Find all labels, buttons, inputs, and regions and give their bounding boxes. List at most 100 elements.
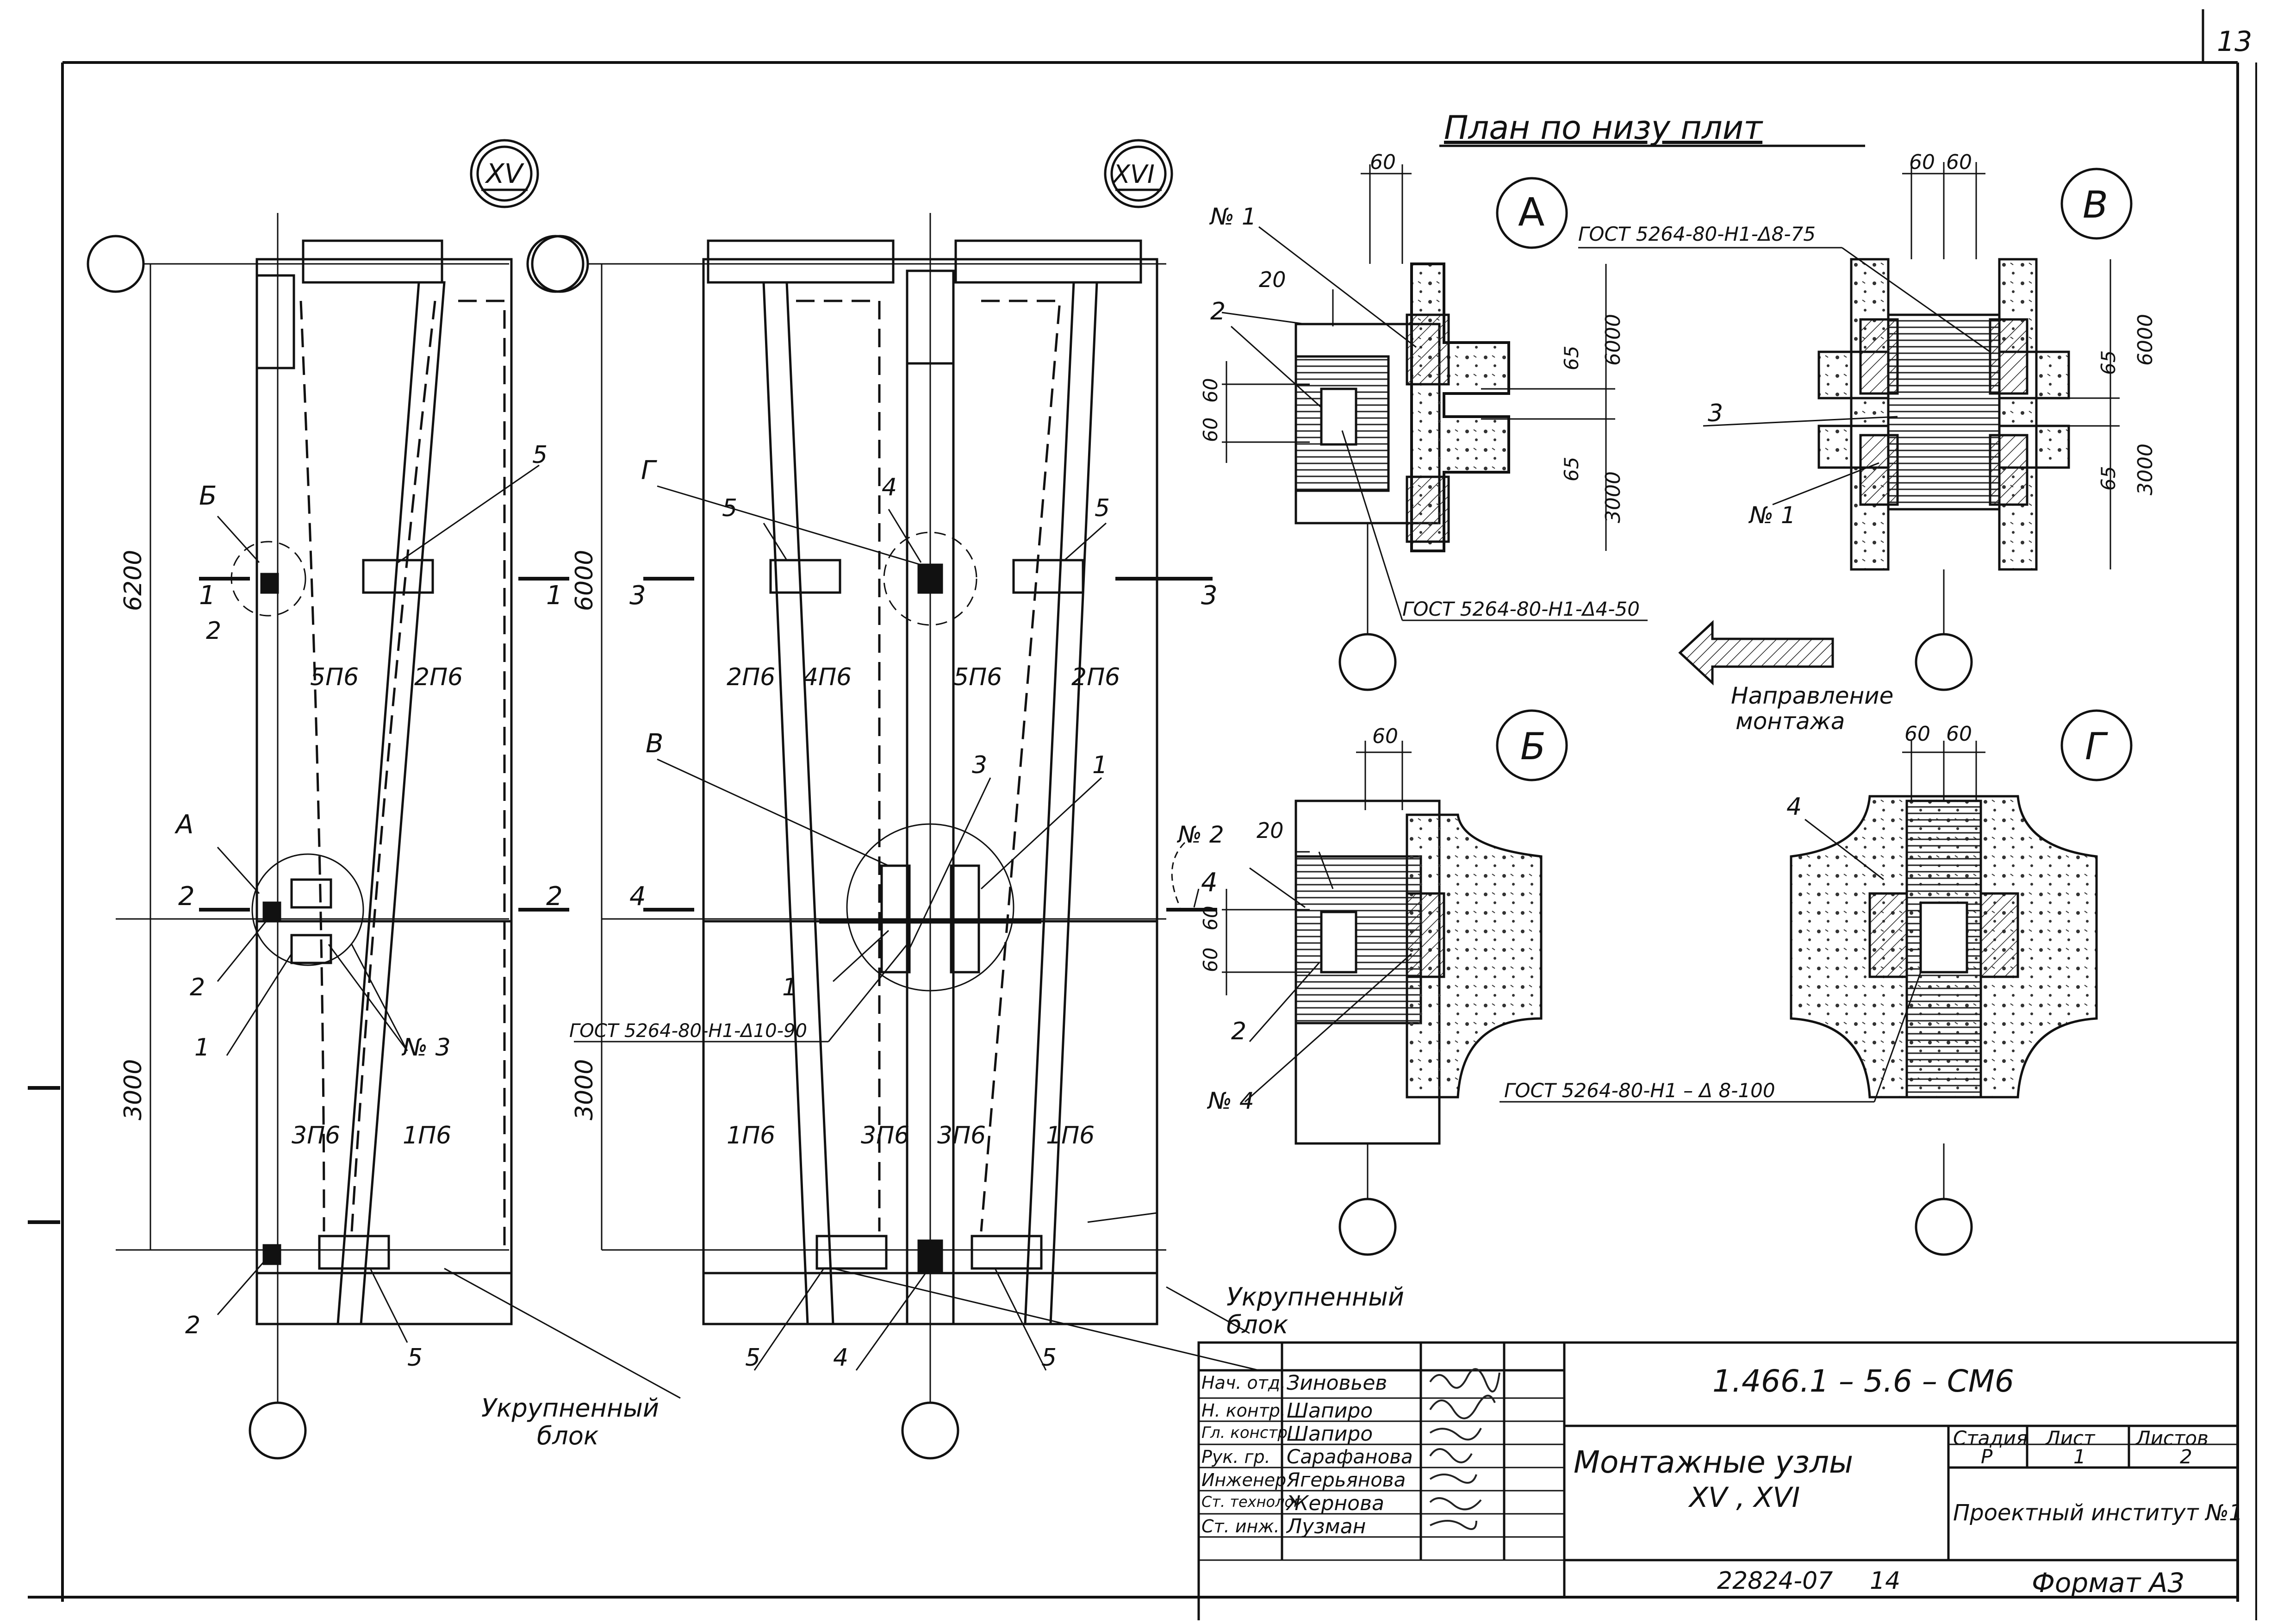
page-number: 13 [2217, 25, 2252, 58]
panel-3p6-xvi-b: 3П6 [937, 1122, 986, 1149]
callout-no1-v: № 1 [1748, 502, 1796, 529]
dim-6000-a: 6000 [1601, 314, 1625, 366]
callout-3-detail-v: 3 [1708, 400, 1723, 427]
dim-60-v-2: 60 [1946, 150, 1972, 174]
callout-1-xvi-b: 1 [782, 974, 797, 1001]
callout-1-a: 1 [194, 1034, 210, 1062]
marker-g-xvi: Г [641, 456, 657, 486]
dim-3000-xv: 3000 [119, 1059, 147, 1120]
marker-xvi: XVI [1112, 160, 1155, 189]
enlarged-block-a2: блок [537, 1421, 599, 1450]
direction-line2: монтажа [1736, 708, 1845, 735]
name-row-4: Сарафанова [1287, 1445, 1413, 1468]
dim-60-g-1: 60 [1904, 722, 1930, 746]
dim-60-b-left1: 60 [1199, 948, 1222, 972]
stage-value: Р [1981, 1445, 1993, 1468]
callout-2-a: 2 [206, 617, 221, 645]
panel-2p6-xv: 2П6 [414, 663, 463, 691]
dim-65-v-bot: 65 [2097, 466, 2120, 491]
section-4-right: 4 [1201, 868, 1218, 898]
role-row-3: Гл. констр. [1201, 1424, 1293, 1442]
detail-b [1171, 709, 1568, 1256]
callout-3-xvi: 3 [972, 751, 987, 779]
node-xv [87, 139, 681, 1460]
plan-title: План по низу плит [1444, 109, 1763, 147]
callout-no1-a: № 1 [1209, 203, 1257, 230]
marker-g-detail: Г [2085, 725, 2108, 768]
callout-no3: № 3 [401, 1034, 451, 1062]
dim-60-v-1: 60 [1909, 150, 1935, 174]
section-4-left: 4 [629, 881, 646, 912]
name-row-1: Зиновьев [1287, 1371, 1388, 1395]
sheet-header: Лист [2046, 1427, 2095, 1449]
dim-60-a: 60 [1370, 150, 1396, 174]
callout-4-detail-g: 4 [1786, 793, 1802, 821]
section-3-left: 3 [629, 581, 646, 611]
callout-no4-b: № 4 [1207, 1087, 1254, 1114]
dim-3000-v: 3000 [2134, 443, 2157, 495]
marker-b-detail: Б [1520, 725, 1546, 768]
role-row-2: Н. контр. [1201, 1400, 1286, 1421]
marker-a-detail: А [1518, 189, 1544, 235]
document-code: 1.466.1 – 5.6 – СМ6 [1712, 1363, 2014, 1399]
panel-4p6-xvi: 4П6 [803, 663, 852, 691]
drawing-title: Монтажные узлы [1574, 1444, 1854, 1480]
panel-2p6-xvi-a: 2П6 [727, 663, 775, 691]
dim-6000-v: 6000 [2134, 314, 2157, 366]
dim-60-g-2: 60 [1946, 722, 1972, 746]
callout-2-detail-a: 2 [1210, 298, 1226, 325]
callout-5-xvi-c: 5 [745, 1344, 760, 1372]
drawing-subtitle: XV , XVI [1689, 1481, 1800, 1514]
section-2-left: 2 [178, 881, 195, 912]
section-1-left: 1 [199, 581, 216, 611]
callout-2-c: 2 [185, 1312, 200, 1339]
callout-5-xvi-b: 5 [1095, 494, 1110, 522]
name-row-3: Шапиро [1287, 1422, 1373, 1446]
inventory-number: 22824-07 [1717, 1567, 1833, 1595]
dim-3000-xvi: 3000 [571, 1059, 598, 1120]
marker-v-xvi: В [646, 729, 663, 759]
panel-3p6-xvi-a: 3П6 [861, 1122, 909, 1149]
detail-v [1578, 162, 2133, 691]
panel-1p6-xvi-b: 1П6 [1046, 1122, 1095, 1149]
dim-65-a-top: 65 [1560, 346, 1583, 370]
marker-xv: XV [485, 158, 525, 189]
format-label: Формат А3 [2032, 1567, 2185, 1599]
dim-60-a-left1: 60 [1199, 418, 1222, 442]
callout-5-xvi-d: 5 [1041, 1344, 1057, 1372]
gost-10-90: ГОСТ 5264-80-Н1-Δ10-90 [569, 1020, 807, 1042]
callout-no2-b: № 2 [1176, 821, 1224, 848]
role-row-6: Ст. технолог [1201, 1493, 1301, 1511]
signatures [1429, 1368, 1500, 1530]
name-row-2: Шапиро [1287, 1399, 1373, 1423]
panel-2p6-xvi-b: 2П6 [1071, 663, 1120, 691]
stage-header: Стадия [1953, 1427, 2028, 1449]
dim-60-b: 60 [1372, 725, 1398, 748]
gost-8-75: ГОСТ 5264-80-Н1-Δ8-75 [1578, 223, 1816, 245]
enlarged-block-b2: блок [1226, 1310, 1288, 1339]
marker-v-detail: В [2083, 183, 2108, 226]
role-row-5: Инженер [1201, 1470, 1287, 1490]
callout-2-b: 2 [190, 974, 205, 1001]
dim-6200-xv: 6200 [119, 550, 147, 611]
dim-6000-xvi: 6000 [571, 550, 598, 611]
sheet-value: 1 [2073, 1445, 2086, 1468]
title-block-grid [1197, 1341, 2239, 1620]
dim-65-a-bot: 65 [1560, 457, 1583, 481]
dim-3000-a: 3000 [1601, 471, 1625, 523]
node-xvi [531, 139, 1259, 1460]
section-2-right: 2 [546, 881, 563, 912]
enlarged-block-a1: Укрупненный [481, 1393, 659, 1423]
callout-1-xvi-a: 1 [1092, 751, 1108, 779]
detail-a [1221, 164, 1648, 691]
panel-5p6-xvi: 5П6 [953, 663, 1002, 691]
panel-1p6-xv: 1П6 [403, 1122, 451, 1149]
dim-60-a-left2: 60 [1199, 378, 1222, 403]
detail-g [1500, 709, 2133, 1256]
dim-65-v-top: 65 [2097, 350, 2120, 375]
direction-line1: Направление [1731, 682, 1893, 709]
gost-8-100: ГОСТ 5264-80-Н1 – Δ 8-100 [1504, 1079, 1775, 1102]
dim-60-b-left2: 60 [1199, 906, 1222, 931]
sheets-value: 2 [2180, 1445, 2192, 1468]
callout-5-xvi-a: 5 [722, 494, 737, 522]
